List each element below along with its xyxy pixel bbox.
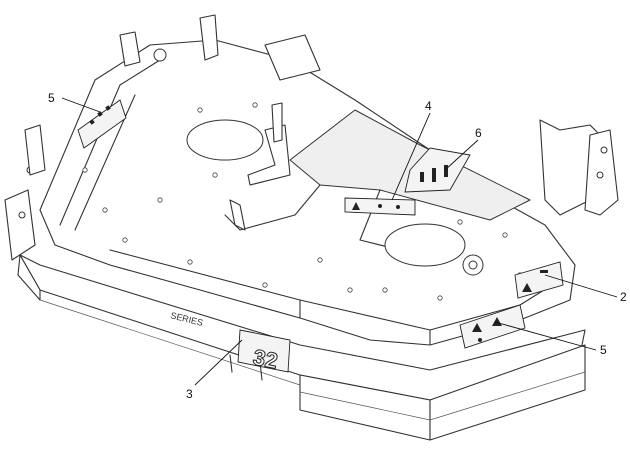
mounting-bolts — [82, 102, 523, 301]
leader-c3 — [444, 139, 479, 171]
callout-label-c2: 4 — [425, 99, 432, 113]
callout-label-c6: 3 — [186, 387, 193, 401]
decal-center-warning — [344, 197, 416, 216]
callout-label-c5: 5 — [600, 343, 607, 357]
decal-right-front — [514, 261, 564, 299]
model-number: 32 — [251, 344, 280, 373]
decal-left-side — [77, 99, 127, 149]
callout-label-c3: 6 — [475, 126, 482, 140]
callout-label-c4: 2 — [620, 290, 627, 304]
leader-c1 — [61, 97, 101, 113]
decal-right-lower — [459, 304, 526, 349]
spindle-openings — [153, 48, 466, 267]
decal-center-instruction — [404, 147, 471, 193]
callout-label-c1: 5 — [48, 91, 55, 105]
leader-c5 — [494, 321, 597, 351]
callout-leaders — [61, 97, 618, 386]
mounting-brackets — [4, 14, 619, 261]
leader-c2 — [391, 112, 431, 201]
leader-c6 — [194, 339, 243, 386]
pulley-guard — [462, 254, 484, 276]
callout-labels: 5 4 6 2 5 3 — [48, 91, 627, 401]
deck-front-skirt — [17, 254, 586, 441]
leader-c4 — [544, 274, 618, 298]
